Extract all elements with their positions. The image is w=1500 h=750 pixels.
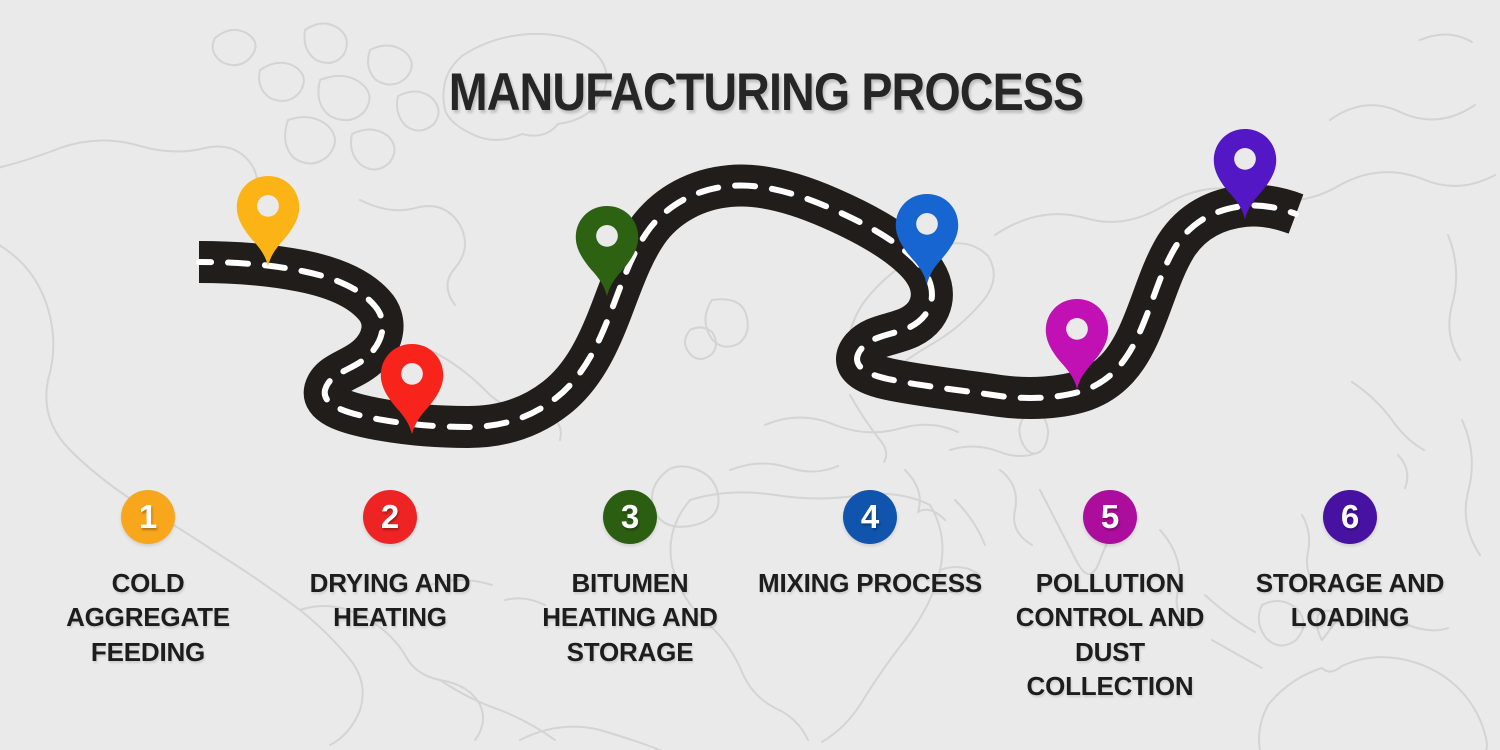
step-number-5: 5	[1100, 498, 1120, 535]
step-number-4: 4	[860, 498, 880, 535]
step-number-2: 2	[380, 498, 400, 535]
step-badge-6: 6	[1323, 490, 1377, 544]
pin-body	[575, 206, 639, 297]
step-number-1: 1	[138, 498, 158, 535]
pin-body	[1213, 129, 1277, 220]
step-number-6: 6	[1340, 498, 1360, 535]
pin-body	[236, 176, 300, 267]
step-number-3: 3	[620, 498, 640, 535]
page-title: MANUFACTURING PROCESS	[448, 63, 1084, 122]
map-pin-icon-6	[1213, 129, 1277, 220]
pin-hole	[596, 225, 618, 247]
road-path	[198, 164, 1304, 448]
pin-hole	[401, 363, 423, 385]
map-pin-icon-4	[895, 194, 959, 285]
pin-body	[895, 194, 959, 285]
step-badge-5: 5	[1083, 490, 1137, 544]
map-pin-icon-3	[575, 206, 639, 297]
pin-body	[380, 344, 444, 435]
pin-hole	[257, 195, 279, 217]
step-label-5: POLLUTION CONTROL AND DUST COLLECTION	[1015, 568, 1205, 701]
pin-hole	[1234, 148, 1256, 170]
step-badge-3: 3	[603, 490, 657, 544]
map-pin-icon-5	[1045, 299, 1109, 390]
step-label-6: STORAGE AND LOADING	[1255, 568, 1445, 633]
pin-hole	[916, 213, 938, 235]
step-label-2: DRYING AND HEATING	[309, 568, 471, 633]
step-label-1: COLD AGGREGATE FEEDING	[66, 568, 230, 667]
road-centerline	[196, 182, 1299, 431]
step-badge-4: 4	[843, 490, 897, 544]
map-pin-icon-2	[380, 344, 444, 435]
pin-body	[1045, 299, 1109, 390]
map-pin-icon-1	[236, 176, 300, 267]
step-label-4: MIXING PROCESS	[757, 568, 982, 598]
pin-hole	[1066, 318, 1088, 340]
step-badge-2: 2	[363, 490, 417, 544]
step-label-3: BITUMEN HEATING AND STORAGE	[542, 568, 718, 667]
step-badge-1: 1	[121, 490, 175, 544]
